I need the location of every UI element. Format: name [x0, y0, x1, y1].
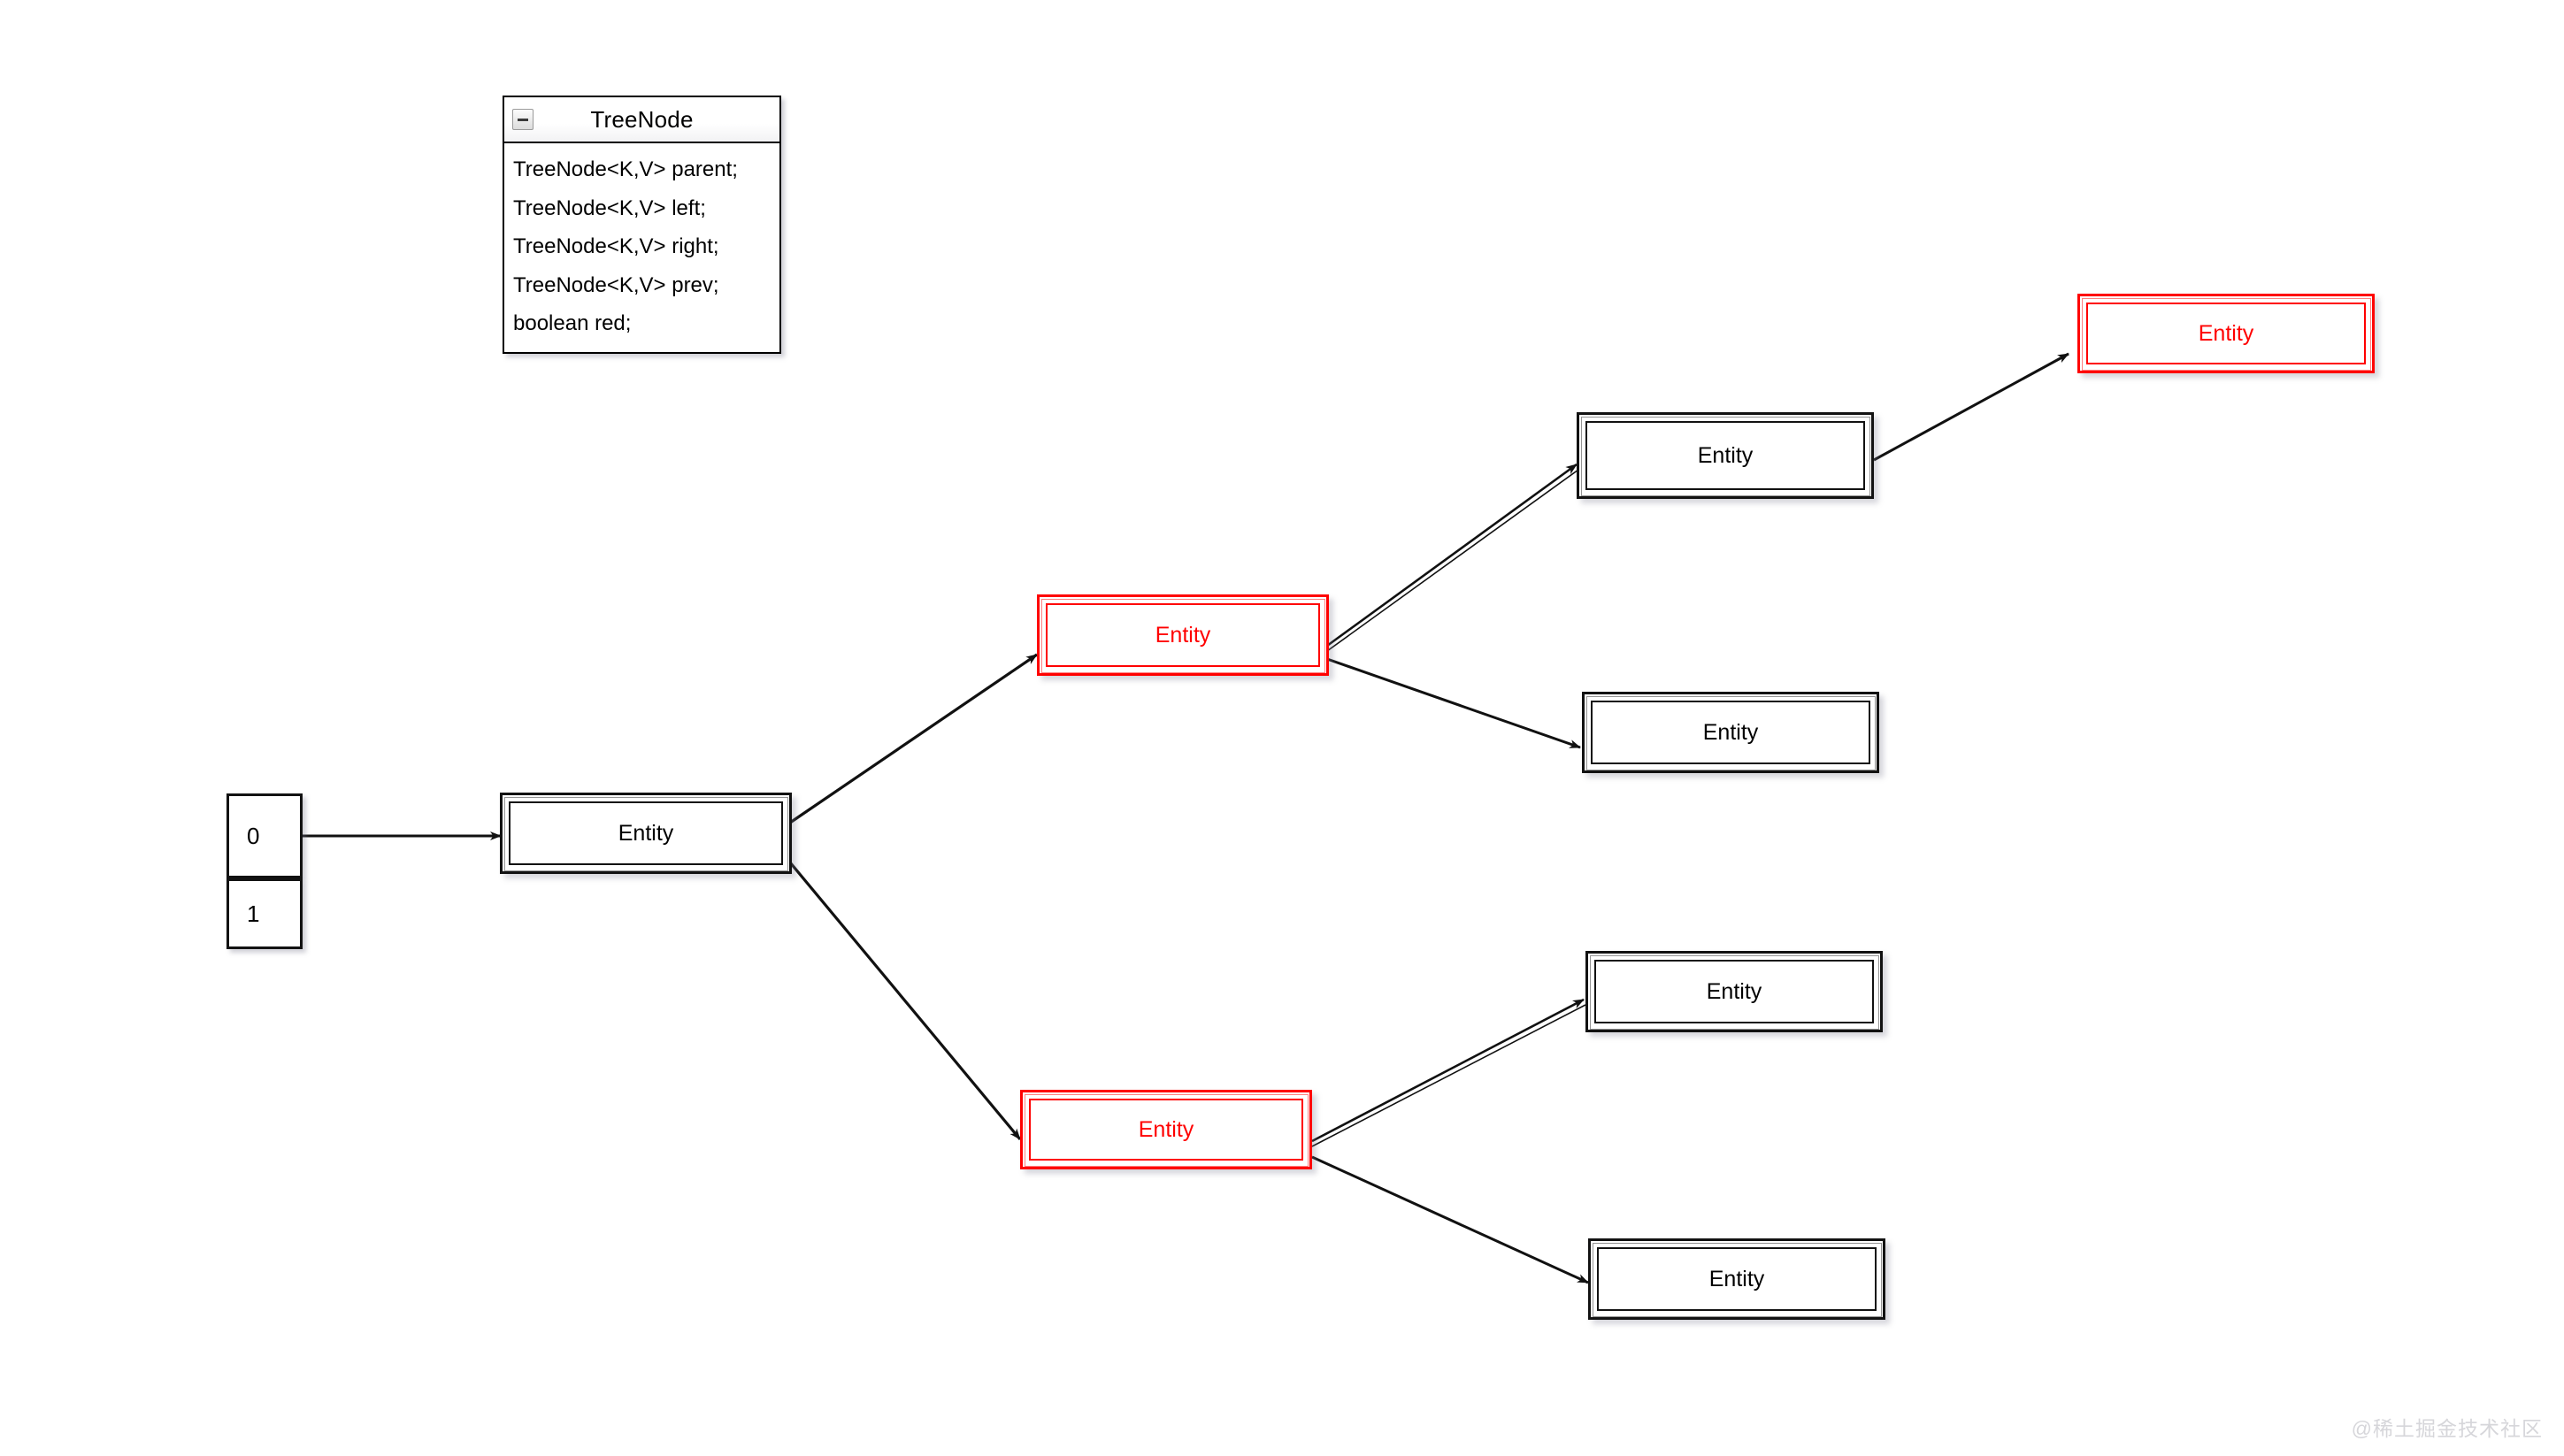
connector-root-to-upper-red: [789, 653, 1038, 824]
entity-label: Entity: [1708, 1266, 1765, 1291]
entity-label: Entity: [1706, 978, 1762, 1004]
uml-class-fields: TreeNode<K,V> parent; TreeNode<K,V> left…: [504, 143, 779, 352]
entity-node-lower-red[interactable]: Entity: [1020, 1090, 1312, 1169]
entity-inner-border: Entity: [2086, 303, 2366, 364]
array-cell-1[interactable]: 1: [226, 878, 303, 949]
entity-label: Entity: [618, 820, 674, 846]
array-cell-label: 0: [247, 822, 260, 849]
connector-lower-red-to-lower-right: [1311, 1155, 1589, 1284]
connector-root-to-lower-red: [788, 861, 1022, 1141]
entity-node-upper-red[interactable]: Entity: [1037, 594, 1329, 676]
entity-node-upper-left[interactable]: Entity: [1577, 412, 1874, 499]
connector-upper-left-to-top-red: [1873, 352, 2069, 462]
entity-inner-border: Entity: [1029, 1099, 1303, 1161]
entity-label: Entity: [2198, 320, 2254, 346]
uml-class-treenode: TreeNode TreeNode<K,V> parent; TreeNode<…: [503, 96, 781, 354]
entity-inner-border: Entity: [1046, 603, 1320, 667]
watermark: @稀土掘金技术社区: [2351, 1417, 2543, 1440]
entity-inner-border: Entity: [1597, 1247, 1877, 1311]
array-cell-0[interactable]: 0: [226, 793, 303, 878]
entity-inner-border: Entity: [509, 801, 783, 865]
uml-field: TreeNode<K,V> right;: [513, 234, 719, 259]
entity-node-lower-right[interactable]: Entity: [1588, 1238, 1885, 1320]
minus-icon[interactable]: [512, 109, 534, 130]
entity-label: Entity: [1697, 442, 1754, 468]
uml-field: TreeNode<K,V> prev;: [513, 272, 719, 297]
entity-label: Entity: [1155, 622, 1211, 648]
entity-node-lower-left[interactable]: Entity: [1585, 951, 1883, 1032]
entity-node-top-red[interactable]: Entity: [2077, 294, 2375, 373]
uml-class-title: TreeNode: [590, 105, 694, 133]
entity-inner-border: Entity: [1591, 701, 1870, 764]
uml-field: boolean red;: [513, 311, 632, 336]
uml-field: TreeNode<K,V> left;: [513, 195, 706, 220]
entity-inner-border: Entity: [1585, 421, 1865, 490]
uml-class-header: TreeNode: [504, 97, 779, 143]
entity-inner-border: Entity: [1594, 960, 1874, 1023]
connector-upper-red-to-upper-left: [1326, 463, 1579, 652]
entity-node-upper-right[interactable]: Entity: [1582, 692, 1879, 773]
connector-lower-red-to-lower-left: [1311, 998, 1586, 1147]
uml-field: TreeNode<K,V> parent;: [513, 157, 738, 181]
array-cell-label: 1: [247, 900, 260, 927]
connector-upper-red-to-upper-right: [1326, 657, 1581, 749]
entity-label: Entity: [1702, 719, 1759, 745]
entity-node-root[interactable]: Entity: [500, 793, 792, 874]
entity-label: Entity: [1138, 1116, 1194, 1142]
